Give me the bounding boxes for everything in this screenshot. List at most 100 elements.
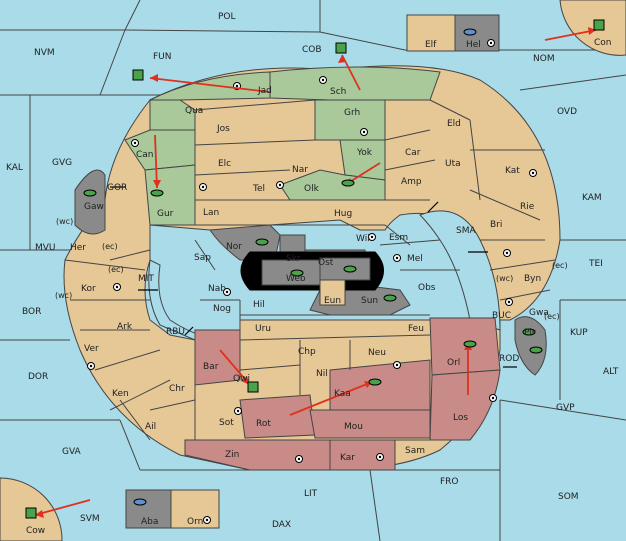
sea-label: KAM [582, 193, 602, 203]
region-label: Eld [447, 119, 461, 129]
region-label: Orl [447, 358, 460, 368]
coast-label: (wc) [496, 274, 513, 283]
sea-label: RBU [166, 327, 185, 337]
region-label: Sam [405, 446, 425, 456]
army-unit-icon [132, 69, 144, 81]
tank-unit-icon [522, 328, 536, 336]
region-eun[interactable] [319, 279, 346, 306]
region-label: Nar [292, 165, 308, 175]
sea-label: TEI [588, 259, 603, 269]
army-unit-icon [593, 19, 605, 31]
region-label: Wil [356, 234, 370, 244]
coast-label: (ec) [552, 261, 568, 270]
region-label: Can [136, 150, 154, 160]
sea-label: GOR [107, 183, 127, 193]
region-label: Hug [334, 209, 352, 219]
region-label: Qwi [233, 374, 250, 384]
region-label: Sap [194, 253, 211, 263]
coast-label: (wc) [55, 291, 72, 300]
tank-unit-icon [83, 189, 97, 197]
region-label: Bri [490, 220, 502, 230]
sea-label: DOR [28, 372, 48, 382]
region-label: Uta [445, 159, 461, 169]
region-label: Ost [318, 258, 334, 268]
region-gaw[interactable] [74, 169, 106, 235]
region-label: Gaw [84, 202, 104, 212]
region-can[interactable] [124, 129, 196, 171]
region-label: Ail [145, 422, 156, 432]
region-label: Neu [368, 348, 386, 358]
region-label: Olk [304, 184, 320, 194]
region-label: Kat [505, 166, 520, 176]
sea-label: BOR [22, 307, 41, 317]
region-label: Nil [316, 369, 328, 379]
region-label: Jos [216, 124, 230, 134]
region-label: Nog [213, 304, 231, 314]
region-orn[interactable] [170, 489, 220, 529]
coast-label: (ec) [102, 242, 118, 251]
region-nor[interactable] [209, 224, 281, 261]
region-label: Chr [169, 384, 185, 394]
sea-label: OVD [557, 107, 577, 117]
region-label: Kaa [334, 389, 351, 399]
region-kar[interactable] [329, 439, 396, 471]
land-borders [64, 99, 556, 441]
sea-label: MVU [35, 243, 56, 253]
supply-centers [87, 39, 537, 524]
region-label: Los [453, 413, 468, 423]
region-zin[interactable] [184, 439, 331, 471]
region-label: Grh [344, 108, 360, 118]
region-label: Web [286, 274, 306, 284]
tank-unit-icon [383, 294, 397, 302]
region-label: Elc [218, 159, 231, 169]
region-label: Gur [157, 209, 174, 219]
region-rot[interactable] [239, 394, 316, 439]
sea-label: FRO [440, 477, 459, 487]
region-grh[interactable] [314, 99, 386, 141]
region-label: Tel [252, 184, 265, 194]
fleet-unit-icon [133, 498, 147, 506]
region-label: Sot [219, 418, 234, 428]
sea-label: SOM [558, 492, 579, 502]
sea-label: MIT [138, 274, 154, 284]
region-label: Ark [117, 322, 133, 332]
tank-unit-icon [529, 346, 543, 354]
region-label: Nor [226, 242, 242, 252]
region-los[interactable] [429, 369, 501, 441]
region-mou[interactable] [309, 409, 431, 439]
channel-arrows [110, 186, 517, 368]
region-label: Amp [401, 177, 422, 187]
region-label: Yok [356, 148, 373, 158]
region-label: Skr [286, 254, 301, 264]
arrow-heads [35, 27, 596, 518]
region-label: Cow [26, 526, 45, 536]
region-label: Orn [187, 517, 203, 527]
sea-label: NVM [34, 48, 55, 58]
sea-labels: POL NVM FUN COB NOM OVD KAL GVG KAM TEI … [6, 12, 619, 530]
tank-unit-icon [290, 269, 304, 277]
region-label: Aba [141, 517, 158, 527]
move-arrows [34, 29, 597, 516]
sea-label: LIT [304, 489, 318, 499]
sea-label: SVM [80, 514, 100, 524]
coast-labels: (wc) (ec) (ec) (wc) (wc) (ec) (ec) [55, 217, 568, 321]
region-con[interactable] [559, 0, 626, 56]
region-label: Mou [344, 422, 363, 432]
region-label: Hil [253, 300, 265, 310]
region-label: Chp [298, 347, 316, 357]
region-qua[interactable] [149, 99, 196, 131]
tank-unit-icon [463, 340, 477, 348]
region-label: Byn [524, 274, 541, 284]
region-label: Elf [425, 40, 437, 50]
army-unit-icon [247, 381, 259, 393]
region-orl[interactable] [429, 317, 501, 376]
sea-label: KUP [570, 328, 588, 338]
units [25, 19, 605, 519]
region-label: Sch [330, 87, 346, 97]
sea-label: GVA [62, 447, 82, 457]
sea-label: GVP [556, 403, 575, 413]
sea-label: ALT [603, 367, 619, 377]
region-sch[interactable] [269, 66, 441, 101]
sea-label: BUC [492, 311, 511, 321]
